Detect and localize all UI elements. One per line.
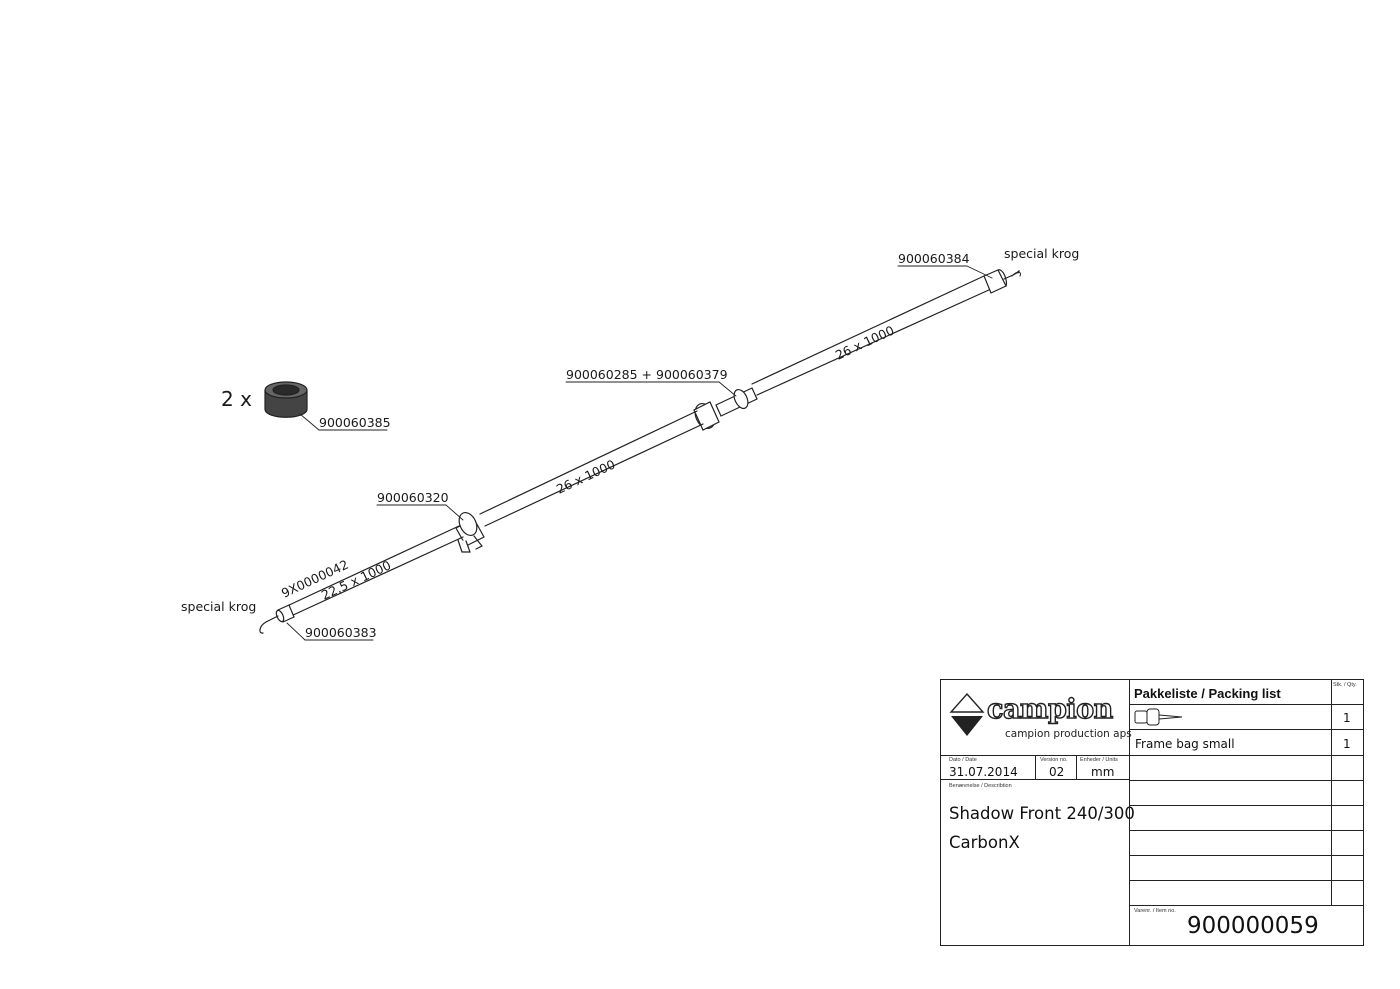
company-name: campion production aps bbox=[1005, 728, 1132, 740]
hook-bottom bbox=[259, 615, 279, 634]
packing-item-2-qty: 1 bbox=[1343, 737, 1351, 751]
description-line1: Shadow Front 240/300 bbox=[949, 804, 1135, 823]
company-logo: campion bbox=[986, 693, 1114, 725]
label-end-cap-top: 900060384 bbox=[898, 251, 970, 266]
title-block: campion campion production aps Dato / Da… bbox=[940, 679, 1364, 946]
packing-item-2-name: Frame bag small bbox=[1135, 737, 1235, 751]
packing-list-title: Pakkeliste / Packing list bbox=[1134, 686, 1281, 701]
clamp bbox=[455, 512, 485, 553]
label-tube-upper-dimension: 26 x 1000 bbox=[833, 322, 897, 362]
tent-peg-icon bbox=[1134, 707, 1186, 731]
description-line2: CarbonX bbox=[949, 833, 1020, 852]
description-label: Benævnelse / Describtion bbox=[949, 783, 1012, 789]
units-label: Enheder / Units bbox=[1080, 757, 1118, 763]
logo-mark-icon bbox=[949, 692, 985, 740]
packing-item-1-qty: 1 bbox=[1343, 711, 1351, 725]
rubber-cap bbox=[264, 381, 308, 418]
qty-header: Stk. / Qty. bbox=[1333, 682, 1357, 688]
end-cap-top bbox=[983, 269, 1008, 294]
version-value: 02 bbox=[1049, 765, 1065, 779]
label-end-cap-bottom: 900060383 bbox=[305, 625, 377, 640]
date-label: Dato / Date bbox=[949, 757, 977, 763]
label-hook-top: special krog bbox=[1004, 246, 1079, 261]
label-cap: 900060385 bbox=[319, 415, 391, 430]
joint-connector bbox=[693, 387, 758, 431]
item-no-value: 900000059 bbox=[1187, 913, 1319, 939]
label-clamp: 900060320 bbox=[377, 490, 449, 505]
label-hook-bottom: special krog bbox=[181, 599, 256, 614]
tube-middle bbox=[479, 410, 704, 527]
version-label: Version no. bbox=[1040, 757, 1068, 763]
item-no-label: Varenr. / Item no. bbox=[1134, 908, 1176, 914]
tube-upper bbox=[751, 275, 992, 396]
end-cap-bottom bbox=[275, 604, 295, 623]
label-cap-quantity: 2 x bbox=[221, 387, 252, 411]
units-value: mm bbox=[1091, 765, 1115, 779]
label-tube-middle-dimension: 26 x 1000 bbox=[554, 456, 618, 496]
tube-lower bbox=[286, 525, 464, 617]
date-value: 31.07.2014 bbox=[949, 765, 1018, 779]
label-joint: 900060285 + 900060379 bbox=[566, 367, 728, 382]
